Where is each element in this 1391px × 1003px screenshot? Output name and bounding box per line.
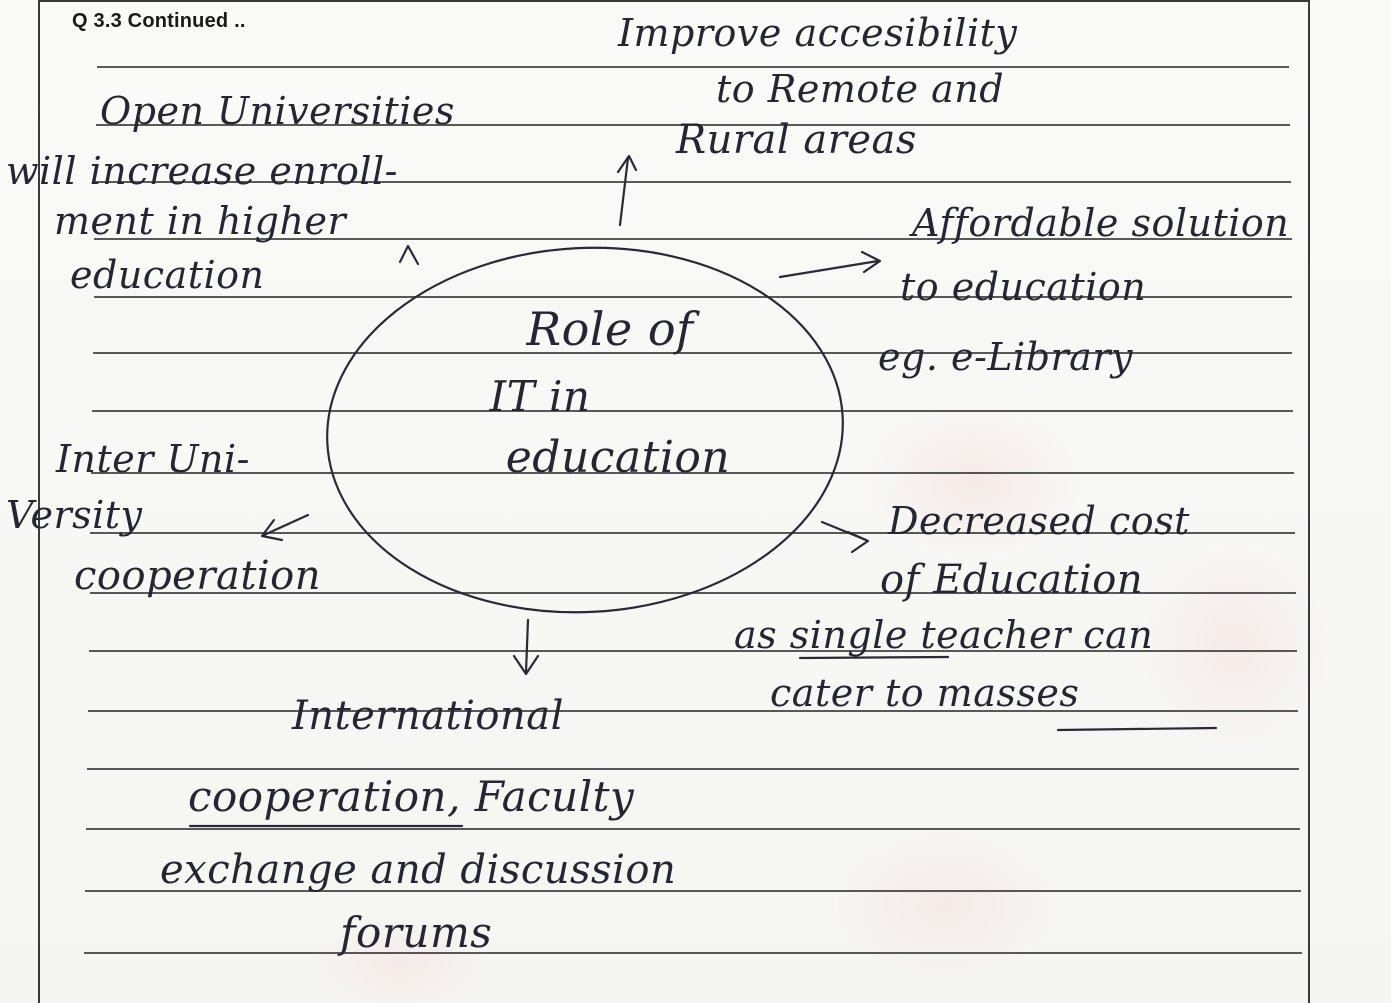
bottom-branch-line-3: exchange and discussion — [160, 847, 677, 893]
top-branch-line-3: Rural areas — [676, 117, 917, 163]
left-branch-line-2: Versity — [6, 493, 143, 537]
arrow-up-head — [616, 154, 638, 174]
ruled-line — [94, 296, 1292, 298]
page-margin-border — [38, 0, 1310, 1003]
arrow-right-lower-head — [846, 530, 870, 554]
ruled-line — [96, 124, 1290, 126]
ruled-line — [88, 710, 1298, 712]
bottom-branch-line-2: cooperation, Faculty — [188, 772, 635, 821]
underline-masses — [1056, 726, 1218, 732]
right-lower-branch-line-4: cater to masses — [770, 671, 1080, 715]
ruled-line — [89, 650, 1297, 652]
right-upper-branch-line-3: eg. e-Library — [878, 335, 1133, 379]
ruled-line — [85, 890, 1301, 892]
arrow-up-shaft — [618, 156, 630, 227]
underline-single — [798, 655, 950, 660]
right-lower-branch-line-2: of Education — [880, 557, 1144, 603]
ruled-line — [91, 472, 1294, 474]
question-header: Q 3.3 Continued .. — [72, 10, 246, 32]
bottom-branch-line-4: forums — [340, 908, 493, 957]
right-upper-branch-line-2: to education — [900, 265, 1147, 309]
ruled-line — [97, 66, 1289, 68]
arrow-right-upper-head — [860, 250, 882, 274]
arrow-down-shaft — [524, 618, 530, 674]
ruled-line — [84, 952, 1302, 954]
left-branch-line-1: Inter Uni- — [56, 437, 250, 481]
arrow-down-head — [512, 654, 540, 676]
top-left-branch-line-1: Open Universities — [100, 89, 455, 133]
right-lower-branch-line-1: Decreased cost — [888, 499, 1190, 543]
center-label-line-3: education — [505, 432, 731, 483]
arrow-left-head — [260, 518, 284, 542]
ruled-line — [92, 410, 1293, 412]
right-lower-branch-line-3: as single teacher can — [734, 613, 1154, 657]
ruled-line — [93, 352, 1292, 354]
ruled-line — [94, 238, 1292, 240]
caret-top-left — [398, 244, 420, 266]
top-left-branch-line-3: ment in higher — [54, 199, 347, 243]
ruled-line — [86, 828, 1300, 830]
bottom-branch-line-1: International — [292, 693, 564, 739]
ruled-line — [95, 181, 1291, 183]
top-branch-line-2: to Remote and — [716, 67, 1005, 111]
ruled-line — [87, 768, 1299, 770]
top-left-branch-line-4: education — [70, 253, 265, 297]
center-label-line-1: Role of — [526, 302, 694, 356]
arrow-right-upper-shaft — [778, 259, 880, 279]
center-label-line-2: IT in — [489, 372, 591, 421]
left-branch-line-3: cooperation — [74, 553, 322, 599]
ruled-line — [90, 532, 1295, 534]
arrow-left-shaft — [262, 513, 310, 537]
top-left-branch-line-2: will increase enroll- — [6, 149, 399, 193]
top-branch-line-1: Improve accesibility — [618, 11, 1018, 55]
central-ellipse — [326, 246, 844, 614]
right-upper-branch-line-1: Affordable solution — [912, 201, 1290, 245]
